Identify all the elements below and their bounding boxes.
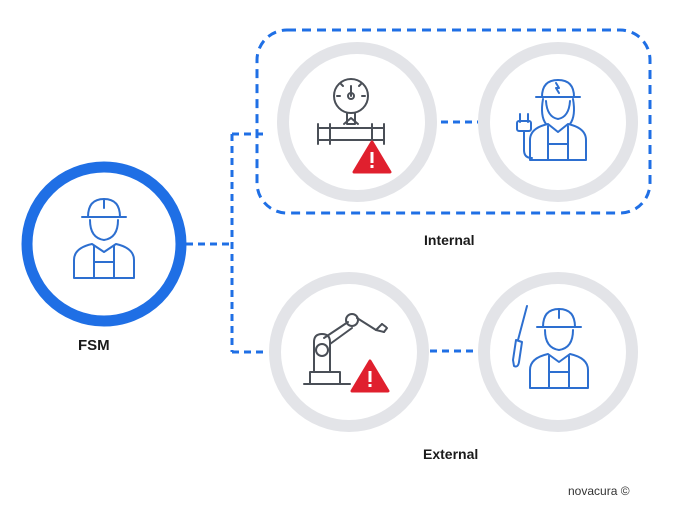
technician-screwdriver-icon bbox=[512, 305, 589, 389]
connector-lines bbox=[186, 120, 478, 354]
internal-group-box bbox=[255, 28, 652, 215]
external-technician-node bbox=[478, 272, 638, 432]
internal-asset-node bbox=[277, 42, 437, 202]
female-electrician-icon bbox=[516, 79, 587, 161]
internal-group-label: Internal bbox=[424, 232, 475, 248]
fsm-label: FSM bbox=[78, 337, 110, 354]
warning-icon bbox=[350, 359, 390, 393]
external-asset-node bbox=[269, 272, 429, 432]
external-group-label: External bbox=[423, 446, 479, 462]
fsm-node bbox=[21, 161, 187, 327]
copyright-credit: novacura © bbox=[568, 484, 630, 498]
warning-icon bbox=[352, 140, 392, 174]
robotic-arm-icon bbox=[303, 313, 388, 385]
worker-hardhat-icon bbox=[73, 198, 135, 279]
internal-technician-node bbox=[478, 42, 638, 202]
